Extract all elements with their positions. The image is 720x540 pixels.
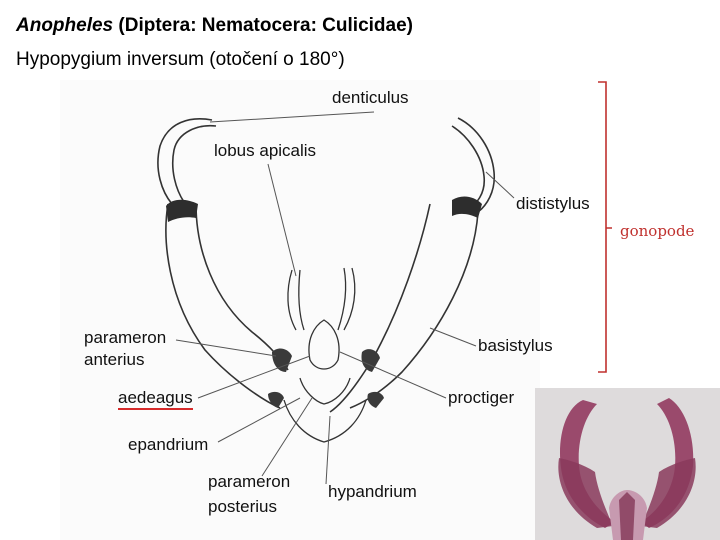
label-epandrium: epandrium <box>128 435 209 454</box>
label-hypandrium: hypandrium <box>328 482 417 501</box>
leader-denticulus <box>209 111 375 123</box>
leader-lines <box>175 111 515 485</box>
label-lobus-apicalis: lobus apicalis <box>214 141 317 160</box>
left-dark-patch <box>166 199 198 222</box>
left-dististylus <box>157 118 217 205</box>
photo-left-lobe <box>558 458 613 528</box>
right-lower-patch <box>367 391 384 408</box>
label-proctiger: proctiger <box>448 388 515 407</box>
leader-basistylus <box>429 327 477 347</box>
left-parameron-patch <box>272 348 292 372</box>
photo-center-dark <box>619 492 635 540</box>
label-gonopode: gonopode <box>620 222 695 240</box>
leader-epandrium <box>217 397 301 443</box>
right-dark-patch <box>452 196 482 218</box>
right-parameron-patch <box>361 349 380 372</box>
leader-parameron-posterius <box>261 397 313 477</box>
genus-name: Anopheles <box>16 15 114 36</box>
label-parameron-posterius-1: parameron <box>208 472 291 491</box>
gonopode-bracket <box>598 81 612 373</box>
central-structures <box>283 319 367 443</box>
page-subtitle: Hypopygium inversum (otočení o 180°) <box>16 49 345 70</box>
family-name: (Diptera: Nematocera: Culicidae) <box>118 15 413 36</box>
label-denticulus: denticulus <box>332 88 409 107</box>
leader-parameron-anterius <box>175 339 277 357</box>
label-parameron-anterius-1: parameron <box>84 328 167 347</box>
specimen-photo <box>535 388 720 540</box>
leader-hypandrium <box>325 415 331 485</box>
left-lower-patch <box>268 391 284 408</box>
epandrium-drawing <box>283 399 367 443</box>
proctiger-drawing <box>299 377 351 405</box>
leader-dististylus <box>485 171 515 199</box>
specimen-photo-drawing <box>535 388 720 540</box>
leader-aedeagus <box>197 355 311 399</box>
label-parameron-posterius-2: posterius <box>208 497 277 516</box>
label-parameron-anterius-2: anterius <box>84 350 145 369</box>
leader-proctiger <box>339 351 447 399</box>
lobus-apicalis-drawing <box>287 267 356 331</box>
aedeagus-drawing <box>308 319 340 370</box>
label-dististylus: dististylus <box>516 194 590 213</box>
page-title: Anopheles (Diptera: Nematocera: Culicida… <box>16 14 413 38</box>
label-basistylus: basistylus <box>478 336 553 355</box>
label-aedeagus: aedeagus <box>118 388 193 410</box>
photo-right-lobe <box>641 458 696 528</box>
leader-lobus-apicalis <box>267 163 297 277</box>
